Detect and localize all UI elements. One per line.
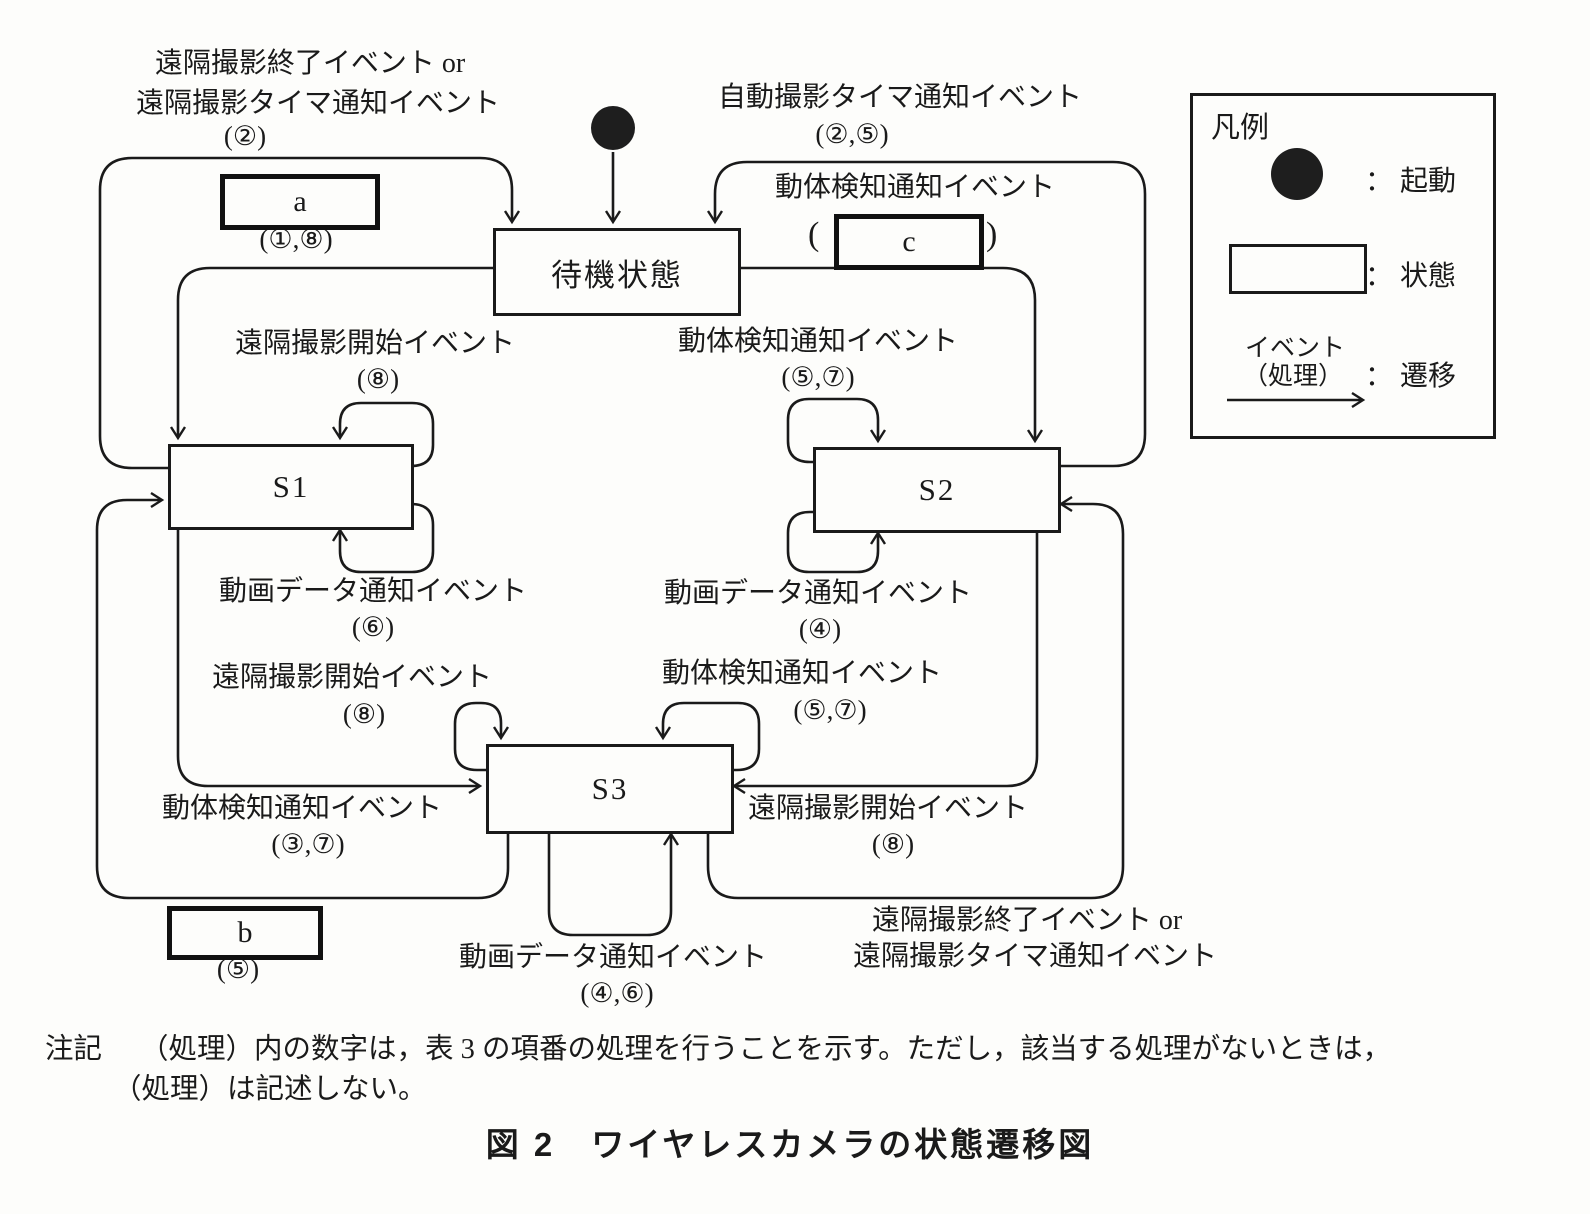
legend-state-icon xyxy=(1229,244,1367,294)
answer-c-paren-close: ) xyxy=(986,216,998,253)
edge-s1-self-bottom xyxy=(331,502,435,574)
label-s1-self-bottom-event: 動画データ通知イベント xyxy=(218,576,528,607)
legend-state-label: ： 状態 xyxy=(1365,261,1457,292)
edge-s2-self-top xyxy=(786,397,887,464)
legend-start-label: ： 起動 xyxy=(1365,166,1457,197)
edge-s3-to-s2 xyxy=(706,495,1125,900)
answer-box-a-label: a xyxy=(293,185,307,218)
edge-s1-to-s3 xyxy=(176,524,483,795)
legend: 凡例 ： 起動 ： 状態 イベント （処理） ： 遷移 xyxy=(1190,93,1496,439)
edge-s3-self-topright xyxy=(654,701,761,772)
legend-start-icon xyxy=(1271,148,1323,200)
edge-standby-to-s1 xyxy=(169,266,493,441)
label-s3-to-s2-line2: 遠隔撮影タイマ通知イベント xyxy=(852,941,1218,972)
label-s3-self-topleft-proc: (⑧) xyxy=(342,699,386,729)
legend-transition-event-text: イベント xyxy=(1244,335,1346,362)
answer-c-paren-open: ( xyxy=(808,216,820,253)
state-standby: 待機状態 xyxy=(493,228,741,316)
label-s3-self-topright-event: 動体検知通知イベント xyxy=(661,658,943,689)
label-s3-to-s2-line1: 遠隔撮影終了イベント or xyxy=(871,905,1183,936)
edge-s3-self-bottom xyxy=(547,828,680,937)
label-s1-self-bottom-proc: (⑥) xyxy=(351,612,395,642)
state-s3-label: S3 xyxy=(591,771,629,806)
note-label: 注記 xyxy=(45,1034,103,1065)
answer-box-a: a xyxy=(220,174,380,230)
label-s3-self-topleft-event: 遠隔撮影開始イベント xyxy=(211,662,493,693)
state-s2-label: S2 xyxy=(918,472,956,507)
state-s2: S2 xyxy=(813,447,1061,533)
answer-box-c-label: c xyxy=(902,225,916,258)
edge-s2-self-bottom xyxy=(786,510,887,574)
note-line1: （処理）内の数字は，表 3 の項番の処理を行うことを示す。ただし，該当する処理が… xyxy=(140,1034,1392,1065)
label-s2-self-top-proc: (⑤,⑦) xyxy=(781,362,855,392)
answer-box-b: b xyxy=(167,906,323,960)
edge-s2-to-s3 xyxy=(731,527,1039,795)
answer-box-c: c xyxy=(834,214,984,270)
label-s1-to-standby-proc: (②) xyxy=(223,121,267,151)
label-s3-self-bottom-proc: (④,⑥) xyxy=(580,978,654,1008)
label-s1-self-top-event: 遠隔撮影開始イベント xyxy=(234,328,516,359)
legend-transition-process-text: （処理） xyxy=(1242,363,1344,390)
label-s2-to-standby-proc: (②,⑤) xyxy=(815,119,889,149)
label-s2-to-s3-proc: (⑧) xyxy=(871,829,915,859)
label-s2-self-bottom-proc: (④) xyxy=(798,614,842,644)
figure-caption: 図 2 ワイヤレスカメラの状態遷移図 xyxy=(485,1126,1095,1163)
edge-standby-to-s2 xyxy=(735,266,1044,444)
label-s2-self-top-event: 動体検知通知イベント xyxy=(677,326,959,357)
legend-transition-arrow-icon xyxy=(1227,391,1366,409)
label-s2-self-bottom-event: 動画データ通知イベント xyxy=(663,578,973,609)
label-s1-to-standby-line1: 遠隔撮影終了イベント or xyxy=(154,48,466,79)
state-standby-label: 待機状態 xyxy=(551,257,683,293)
label-s3-self-bottom-event: 動画データ通知イベント xyxy=(458,942,768,973)
start-node-icon xyxy=(591,106,635,150)
label-s1-to-s3-event: 動体検知通知イベント xyxy=(161,793,443,824)
label-s1-self-top-proc: (⑧) xyxy=(356,364,400,394)
label-s2-to-s3-event: 遠隔撮影開始イベント xyxy=(747,793,1029,824)
label-s2-to-standby-line1: 自動撮影タイマ通知イベント xyxy=(717,82,1083,113)
label-s3-self-topright-proc: (⑤,⑦) xyxy=(793,695,867,725)
answer-box-b-label: b xyxy=(237,916,253,949)
edge-s2-to-standby xyxy=(706,160,1147,468)
edge-s3-self-topleft xyxy=(453,701,510,772)
legend-transition-label: ： 遷移 xyxy=(1365,361,1457,392)
legend-title: 凡例 xyxy=(1211,112,1270,144)
label-s1-to-s3-proc: (③,⑦) xyxy=(271,829,345,859)
state-s1-label: S1 xyxy=(272,469,310,504)
state-s3: S3 xyxy=(486,744,734,834)
edge-s3-to-s1 xyxy=(95,491,510,900)
edge-s1-to-standby xyxy=(98,156,521,470)
edge-s1-self-top xyxy=(331,401,435,468)
state-s1: S1 xyxy=(168,444,414,530)
label-s1-to-standby-line2: 遠隔撮影タイマ通知イベント xyxy=(135,88,501,119)
note-line2: （処理）は記述しない。 xyxy=(113,1074,427,1105)
label-standby-to-s2-event: 動体検知通知イベント xyxy=(774,172,1056,203)
